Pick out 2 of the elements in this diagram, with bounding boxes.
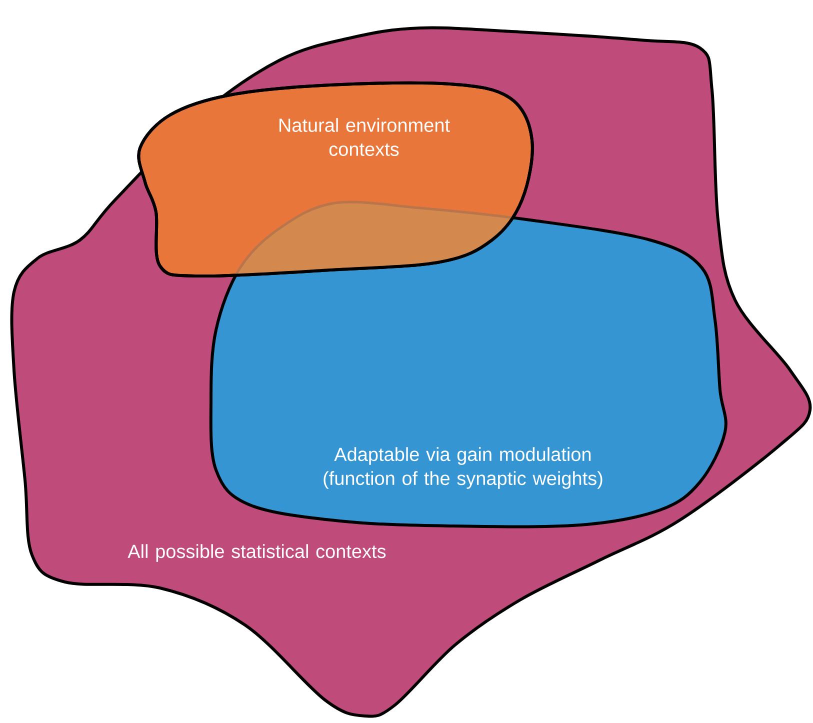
- node-label: Natural environment contexts: [279, 118, 450, 156]
- set-region: Natural environment contexts: [137, 81, 534, 278]
